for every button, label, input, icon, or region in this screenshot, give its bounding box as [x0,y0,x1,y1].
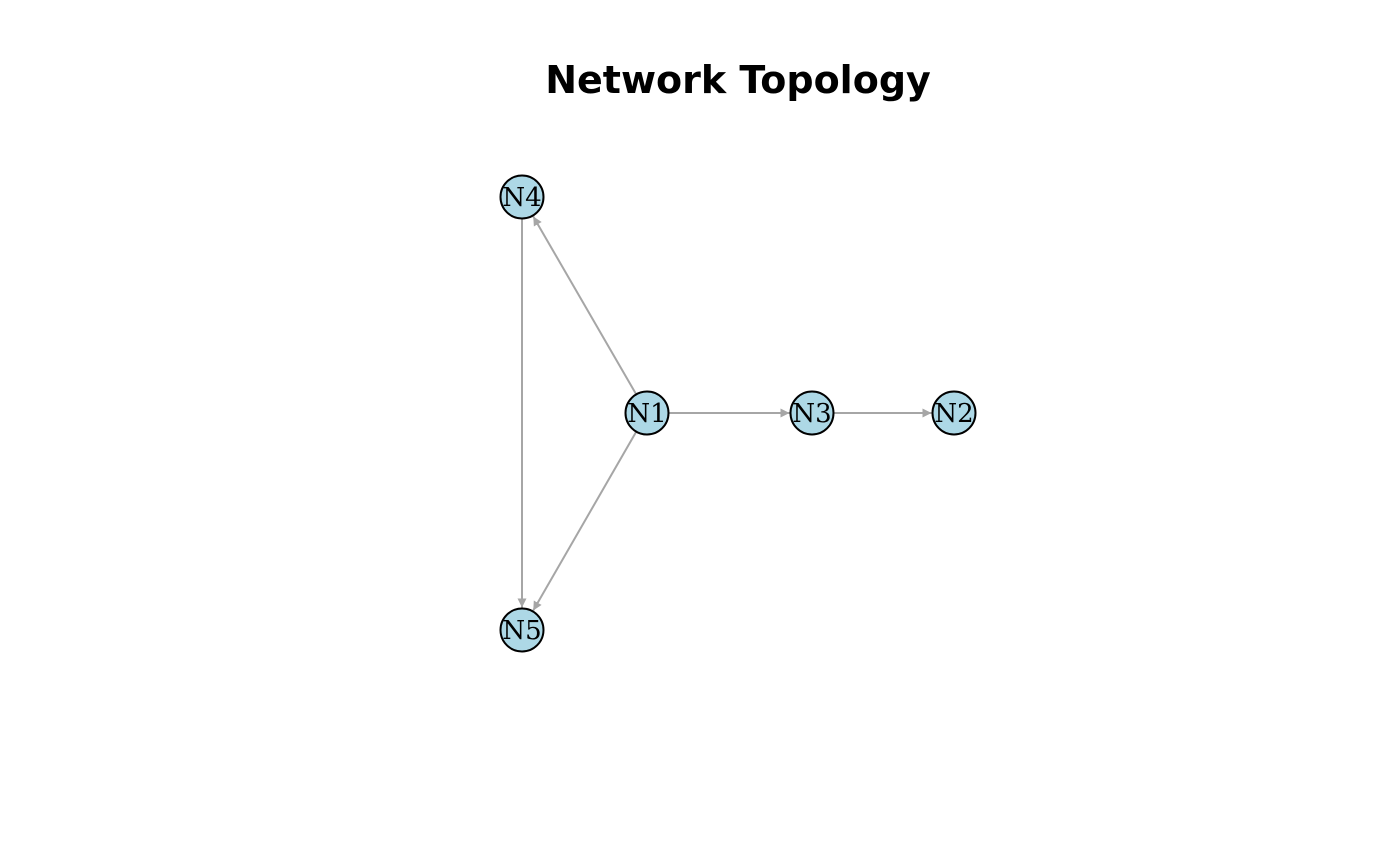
node-circle-n4 [499,174,545,220]
node-label-n5: N5 [502,616,541,646]
edge-n1-n4 [532,215,638,395]
node-label-n1: N1 [627,399,666,429]
node-label-n3: N3 [792,399,831,429]
diagram-title: Network Topology [545,58,931,102]
node-circle-n3 [789,390,835,436]
node-n3: N3 [789,390,835,436]
node-label-n4: N4 [502,183,541,213]
node-n1: N1 [624,390,670,436]
node-circle-n5 [499,607,545,653]
edge-n1-n5 [532,431,638,612]
node-circle-n1 [624,390,670,436]
node-circle-n2 [931,390,977,436]
node-n2: N2 [931,390,977,436]
node-n4: N4 [499,174,545,220]
node-label-n2: N2 [934,399,973,429]
edges-layer [517,215,932,612]
node-n5: N5 [499,607,545,653]
title-area: Network Topology [0,0,1400,120]
